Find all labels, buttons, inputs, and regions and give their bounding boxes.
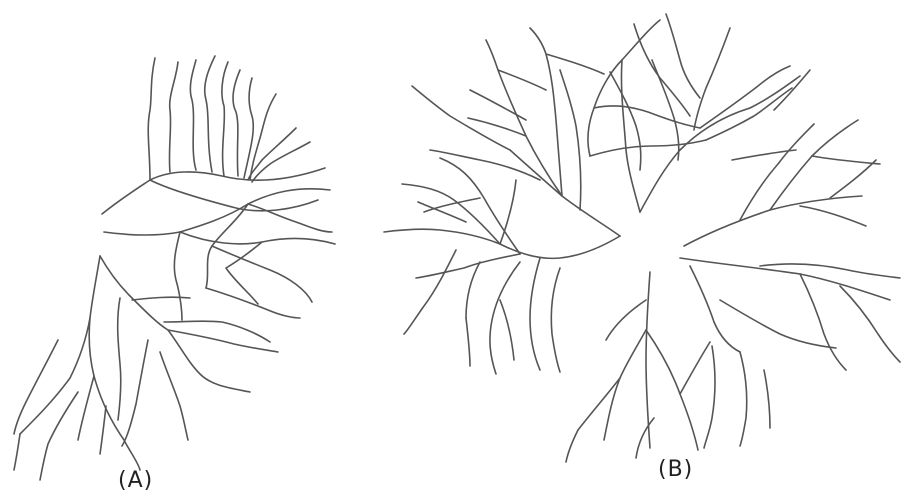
network-branch [530,258,540,370]
network-branch [830,160,876,198]
network-branch [510,150,620,236]
network-branch [40,392,78,480]
network-branch [740,352,747,446]
network-branch [646,272,650,448]
network-branch [100,406,106,454]
network-branch [466,318,470,366]
network-branch [588,60,622,156]
network-branch [684,196,862,246]
panel-b-label: (B) [658,457,693,482]
network-branch [622,20,660,60]
network-branch [160,352,188,440]
network-branch [732,150,796,160]
network-branch [14,340,58,434]
panel-a-label: (A) [118,468,153,493]
network-branch [610,72,641,170]
network-branch [440,158,520,254]
network-branch [226,242,262,304]
panel-a-network [14,56,335,480]
network-branch [122,340,148,446]
network-branch [566,378,620,462]
network-branch [250,94,276,180]
network-branch [636,418,654,458]
network-branch [168,330,278,352]
network-branch [470,90,526,120]
network-branch [416,254,520,278]
network-branch [132,297,190,300]
network-branch [606,300,646,340]
network-branch [690,266,740,352]
network-branch [694,28,730,130]
network-branch [222,62,228,176]
network-branch [233,70,240,176]
network-branch [430,150,540,180]
network-branch [704,346,715,448]
network-branch [205,56,215,172]
network-branch [680,342,710,394]
network-branch [148,58,155,180]
network-branch [812,156,880,164]
network-branch [402,184,500,244]
network-branch [840,286,900,362]
network-branch [621,60,640,212]
network-branch [169,62,178,172]
network-branch [740,124,814,220]
network-branch [551,268,560,372]
network-branch [546,54,604,74]
network-branch [560,70,581,210]
network-branch [424,198,480,212]
network-branch [666,14,700,98]
panel-b-network [384,14,900,462]
network-branch [750,76,800,108]
network-branch [384,229,500,244]
network-branch [800,206,866,226]
network-branch [104,189,330,235]
network-branch [800,274,846,370]
network-branch [190,60,196,170]
network-branch [468,118,526,136]
network-branch [764,370,770,428]
network-branch [14,434,20,470]
network-branch [720,300,836,348]
network-branch [150,180,318,211]
network-branch [594,106,700,128]
network-branch [244,78,253,178]
network-branch [100,256,168,330]
network-branch [89,318,140,470]
network-branch [604,330,646,440]
network-branch [770,120,858,210]
network-branch [180,232,335,244]
network-branch [212,246,312,302]
network-branch [168,330,250,392]
network-branch [700,66,790,128]
network-branch [20,256,100,434]
network-branch [412,86,510,150]
network-branch [404,250,456,334]
network-branch [118,298,121,420]
network-branch [500,300,514,360]
network-branch [490,262,520,374]
network-branch [466,262,480,318]
network-branch [206,288,300,318]
network-branch [174,232,182,320]
network-branch [500,180,516,244]
network-branch [646,330,698,450]
network-branch [78,376,94,440]
